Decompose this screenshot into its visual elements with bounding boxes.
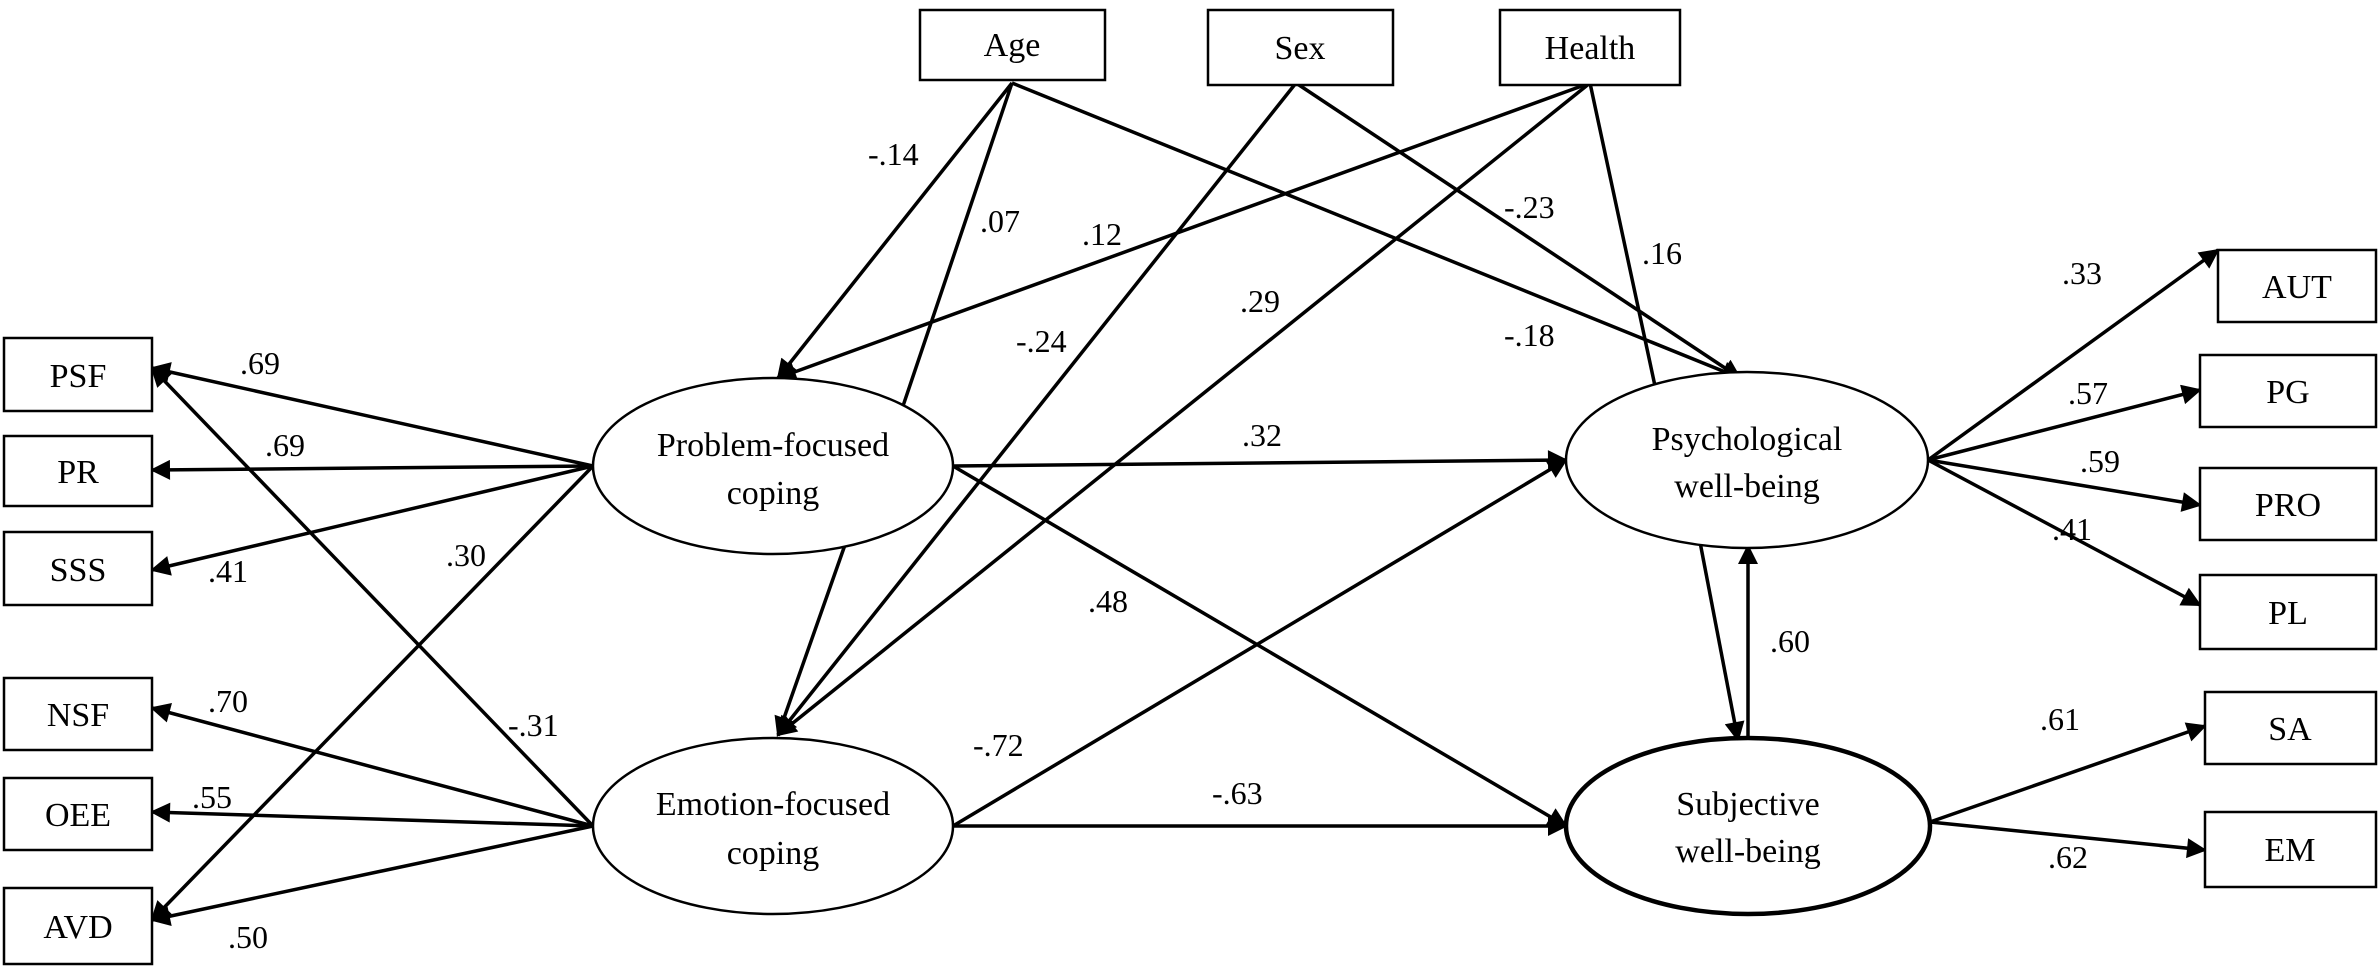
node-pr: PR: [2, 434, 154, 508]
svg-text:EM: EM: [2265, 832, 2316, 869]
svg-text:PRO: PRO: [2255, 487, 2321, 524]
svg-text:Psychological: Psychological: [1652, 421, 1843, 458]
coef-pwb-pg: .57: [2068, 375, 2108, 411]
path-health-pfc: [776, 81, 1591, 382]
svg-text:well-being: well-being: [1675, 833, 1820, 870]
path-pwb-pl: [1927, 458, 2202, 607]
coef-swb-em: .62: [2048, 839, 2088, 875]
svg-text:well-being: well-being: [1674, 468, 1819, 505]
coef-pfc-sss: .41: [208, 553, 248, 589]
coef-efc-avd: .50: [228, 919, 268, 955]
coef-pwb-aut: .33: [2062, 255, 2102, 291]
node-emotion-focused-coping: Emotion-focused coping: [591, 736, 955, 916]
coef-efc-swb: -.63: [1212, 775, 1263, 811]
path-pfc-avd: [150, 464, 595, 922]
path-swb-em: [1929, 820, 2207, 859]
node-psf: PSF: [2, 336, 154, 413]
coef-pfc-swb: .48: [1088, 583, 1128, 619]
svg-text:PSF: PSF: [50, 358, 107, 395]
node-aut: AUT: [2216, 248, 2378, 324]
node-health: Health: [1498, 8, 1682, 87]
path-pfc-efc: [774, 541, 848, 737]
svg-text:Health: Health: [1545, 30, 1636, 67]
svg-text:NSF: NSF: [47, 697, 109, 734]
node-pl: PL: [2198, 573, 2378, 651]
coef-efc-oee: .55: [192, 779, 232, 815]
svg-text:Subjective: Subjective: [1676, 786, 1820, 823]
coef-age-pwb-b: -.18: [1504, 317, 1555, 353]
node-sex: Sex: [1206, 8, 1395, 87]
coef-pfc-pr: .69: [265, 427, 305, 463]
path-efc-oee: [150, 802, 594, 828]
node-oee: OEE: [2, 776, 154, 852]
path-pwb-aut: [1926, 248, 2220, 462]
node-subjective-well-being: Subjective well-being: [1563, 735, 1933, 917]
svg-text:SSS: SSS: [50, 552, 107, 589]
path-pwb-swb-down: [1698, 541, 1745, 742]
svg-text:AVD: AVD: [43, 909, 112, 946]
svg-text:PG: PG: [2266, 374, 2309, 411]
svg-text:PR: PR: [57, 454, 99, 491]
path-efc-pwb: [952, 458, 1568, 828]
path-pfc-swb: [952, 464, 1568, 828]
svg-text:OEE: OEE: [45, 797, 111, 834]
coef-sex-efc: -.24: [1016, 323, 1067, 359]
coef-sex-pwb: -.23: [1504, 189, 1555, 225]
coef-efc-nsf: .70: [208, 683, 248, 719]
coef-pwb-swb: .60: [1770, 623, 1810, 659]
path-sex-pwb: [1295, 81, 1742, 380]
node-sss: SSS: [2, 530, 154, 607]
svg-text:Problem-focused: Problem-focused: [657, 427, 889, 464]
node-age: Age: [918, 8, 1107, 82]
path-pfc-psf: [150, 362, 594, 468]
coef-pwb-pl: .41: [2052, 511, 2092, 547]
coef-age-pfc: -.14: [868, 136, 919, 172]
node-problem-focused-coping: Problem-focused coping: [591, 376, 955, 556]
coef-health-pwb: .16: [1642, 235, 1682, 271]
svg-text:SA: SA: [2268, 711, 2312, 748]
path-efc-avd: [150, 824, 594, 927]
coef-health-efc: .29: [1240, 283, 1280, 319]
path-efc-nsf: [150, 702, 594, 828]
node-nsf: NSF: [2, 676, 154, 752]
coef-age-pwb: .07: [980, 203, 1020, 239]
coef-efc-psf: -.31: [508, 707, 559, 743]
coef-efc-pwb: -.72: [973, 727, 1024, 763]
path-pwb-pro: [1927, 458, 2202, 512]
coef-health-pfc: .12: [1082, 216, 1122, 252]
svg-text:AUT: AUT: [2262, 269, 2332, 306]
coef-pfc-avd: .30: [446, 537, 486, 573]
node-pg: PG: [2198, 353, 2378, 429]
coef-pfc-pwb: .32: [1242, 417, 1282, 453]
coef-swb-sa: .61: [2040, 701, 2080, 737]
coef-pfc-psf: .69: [240, 345, 280, 381]
node-em: EM: [2203, 810, 2378, 889]
svg-text:coping: coping: [727, 475, 820, 512]
path-efc-psf: [150, 366, 595, 828]
path-health-efc: [776, 81, 1592, 737]
path-pfc-pr: [150, 459, 594, 480]
path-sex-efc: [776, 81, 1298, 737]
path-swb-sa: [1929, 722, 2207, 824]
path-pfc-pwb: [952, 450, 1568, 471]
node-avd: AVD: [2, 886, 154, 966]
path-pfc-sss: [150, 464, 594, 576]
svg-text:PL: PL: [2268, 595, 2308, 632]
node-sa: SA: [2203, 690, 2378, 766]
svg-text:coping: coping: [727, 835, 820, 872]
node-pro: PRO: [2198, 466, 2378, 542]
path-age-pfc: [776, 81, 1014, 380]
path-age-pwb: [1011, 81, 1742, 381]
coef-pwb-pro: .59: [2080, 443, 2120, 479]
svg-text:Age: Age: [984, 27, 1041, 64]
node-psychological-well-being: Psychological well-being: [1564, 370, 1930, 550]
path-health-pwb: [1588, 82, 1660, 401]
path-age-efc: [901, 82, 1014, 407]
svg-text:Emotion-focused: Emotion-focused: [656, 786, 890, 823]
path-pwb-pg: [1927, 384, 2202, 462]
svg-text:Sex: Sex: [1275, 30, 1326, 67]
